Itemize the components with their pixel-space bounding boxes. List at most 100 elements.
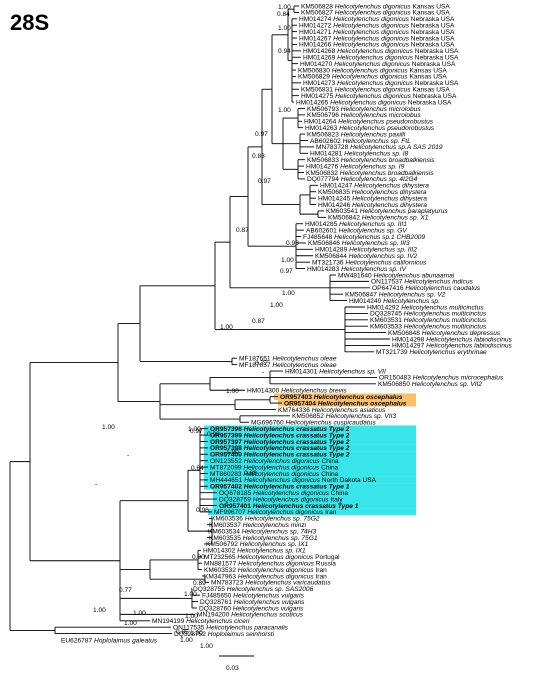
tip-species: Helicotylenchus digonicus xyxy=(244,477,321,484)
tip-locality: Nebraska USA xyxy=(409,35,455,42)
support-value: 1.00 xyxy=(220,324,233,331)
tip-accession: MT232565 xyxy=(204,554,237,561)
tip-accession: HM014265 xyxy=(296,99,330,106)
tip-accession: KM764336 xyxy=(278,407,312,414)
tip-locality: Kansas USA xyxy=(411,10,451,17)
tip-accession: HM014246 xyxy=(318,202,352,209)
support-value: 1.00 xyxy=(278,25,291,32)
tip-label: OR957399 Helicotylenchus crassatus Type … xyxy=(210,432,350,439)
tip-accession: AB602602 xyxy=(310,138,343,145)
support-value: 1.00 xyxy=(270,302,283,309)
tip-accession: HM014273 xyxy=(303,80,337,87)
tip-label: MT872099 Helicotylenchus digonicus China xyxy=(210,464,339,471)
tip-accession: EU626787 xyxy=(61,637,94,644)
tip-label: HM014270 Helicotylenchus digonicus Nebra… xyxy=(300,61,456,68)
tip-accession: HM014300 xyxy=(247,388,281,395)
tip-accession: DQ328761 xyxy=(200,599,234,606)
support-value: 0.64 xyxy=(191,465,204,472)
tip-label: HM014274 Helicotylenchus digonicus Nebra… xyxy=(299,16,455,23)
tip-species: Helicotylenchus digonicus xyxy=(243,464,320,471)
support-value: 1.00 xyxy=(278,4,291,11)
tip-accession: KM603531 xyxy=(370,317,404,324)
tip-label: MH444651 Helicotylenchus digonicus North… xyxy=(210,477,377,484)
highlight-cyan xyxy=(213,495,416,503)
highlight-cyan xyxy=(204,463,416,471)
tip-label: MT321739 Helicotylenchus erythrinae xyxy=(376,349,487,356)
tip-locality: Iran xyxy=(323,509,337,516)
tip-species: Helicotylenchus multicinctus xyxy=(404,311,487,318)
tip-label: OR957396 Helicotylenchus crassatus Type … xyxy=(210,426,350,433)
tip-species: Helicotylenchus sp. X1 xyxy=(362,215,429,222)
support-value: 1.00 xyxy=(281,257,294,264)
tip-species: Helicotylenchus labiodiscinus xyxy=(426,336,512,343)
tip-species: Helicotylenchus digonicus xyxy=(238,567,315,574)
tip-accession: HM014245 xyxy=(318,195,352,202)
tip-label: KM506846 Helicotylenchus sp. III3 xyxy=(308,240,410,247)
tip-species: Helicotylenchus abunaamai xyxy=(374,272,455,279)
tip-label: KM603537 Helicotylenchus minzi xyxy=(209,522,307,529)
tip-locality: Kansas USA xyxy=(411,3,451,10)
support-value: 0.97 xyxy=(190,428,203,435)
tip-species: Helicotylenchus paxilli xyxy=(341,131,406,138)
support-value: 1.00 xyxy=(226,388,239,395)
tip-species: Helicotylenchus crassatus Type 2 xyxy=(244,426,350,433)
tip-accession: HM014269 xyxy=(303,55,337,62)
highlight-orange xyxy=(278,399,416,407)
support-value: 1.00 xyxy=(200,643,213,650)
highlight-cyan xyxy=(204,470,416,477)
tip-label: MF187651 Helicotylenchus oleae xyxy=(239,356,337,363)
tip-species: Helicotylenchus digonicus xyxy=(244,458,321,465)
tip-label: HM014297 Helicotylenchus labiodiscinus xyxy=(392,343,513,350)
tip-accession: OR957397 xyxy=(210,439,244,446)
tip-accession: OR957402 xyxy=(210,484,244,491)
tip-label: OP647416 Helicotylenchus caudatus xyxy=(372,285,481,292)
tip-species: Helicotylenchus digonicus xyxy=(243,471,320,478)
tip-accession: MH444651 xyxy=(210,477,244,484)
tip-accession: KM603537 xyxy=(209,522,243,529)
tip-species: Helicotylenchus sp. FtL xyxy=(343,138,411,145)
tip-locality: Kansas USA xyxy=(411,87,451,94)
tip-label: HM014272 Helicotylenchus digonicus Nebra… xyxy=(299,23,455,30)
tip-label: HM014267 Helicotylenchus digonicus Nebra… xyxy=(299,35,455,42)
tip-accession: KM506842 xyxy=(328,215,362,222)
tip-accession: KM603532 xyxy=(204,567,238,574)
tip-species: Helicotylenchus digonicus xyxy=(337,80,414,87)
tip-label: KM506832 Helicotylenchus broadbalkiensis xyxy=(306,170,434,177)
tip-accession: KM506823 xyxy=(307,131,341,138)
tip-label: DQ328761 Helicotylenchus vulgaris xyxy=(200,599,305,606)
tip-accession: HM014271 xyxy=(299,29,333,36)
support-value: 1.00 xyxy=(185,613,198,620)
tip-label: MW481640 Helicotylenchus abunaamai xyxy=(338,272,455,279)
support-value: 0.97 xyxy=(280,268,293,275)
tip-species: Helicotylenchus asiaticus xyxy=(312,407,386,414)
tip-label: HM014275 Helicotylenchus digonicus Nebra… xyxy=(301,93,457,100)
tip-species: Helicotylenchus digonicus xyxy=(335,93,412,100)
tip-species: Helicotylenchus sp. 75G1 xyxy=(243,535,318,542)
highlight-cyan xyxy=(204,444,416,452)
tip-label: MN881577 Helicotylenchus digonicus Russi… xyxy=(204,560,336,567)
support-value: 0.97 xyxy=(255,131,268,138)
support-value: 1.00 xyxy=(278,107,291,114)
tip-accession: DQ328752 xyxy=(174,631,208,638)
tip-locality: Nebraska USA xyxy=(409,23,455,30)
support-value: 0.99 xyxy=(207,431,220,438)
tip-species: Helicotylenchus microcephalus xyxy=(413,375,504,382)
support-value: 0.98 xyxy=(286,240,299,247)
support-value: 1.00 xyxy=(282,290,295,297)
tip-label: KM506842 Helicotylenchus sp. X1 xyxy=(328,215,429,222)
tip-label: FJ485648 Helicotylenchus sp.1 CHB2009 xyxy=(303,234,425,241)
tip-label: KM506835 Helicotylenchus dihystera xyxy=(318,189,427,196)
tip-label: ON117535 Helicotylenchus paracanalis xyxy=(173,624,289,631)
tip-accession: FJ485650 xyxy=(202,592,233,599)
tip-locality: China xyxy=(329,490,348,497)
support-values: 1.000.841.000.941.000.970.830.970.870.98… xyxy=(93,4,299,650)
tip-label: AB602601 Helicotylenchus sp. GV xyxy=(306,227,407,234)
tip-accession: MT321739 xyxy=(376,349,409,356)
tip-species: Helicotylenchus digonicus xyxy=(247,509,324,516)
tip-accession: DQ328759 xyxy=(219,496,253,503)
support-value: 0.68 xyxy=(244,470,257,477)
tip-accession: FJ485648 xyxy=(303,234,334,241)
support-value: 1.00 xyxy=(180,637,193,644)
support-value: 1.00 xyxy=(102,424,115,431)
highlight-cyan xyxy=(204,476,416,484)
